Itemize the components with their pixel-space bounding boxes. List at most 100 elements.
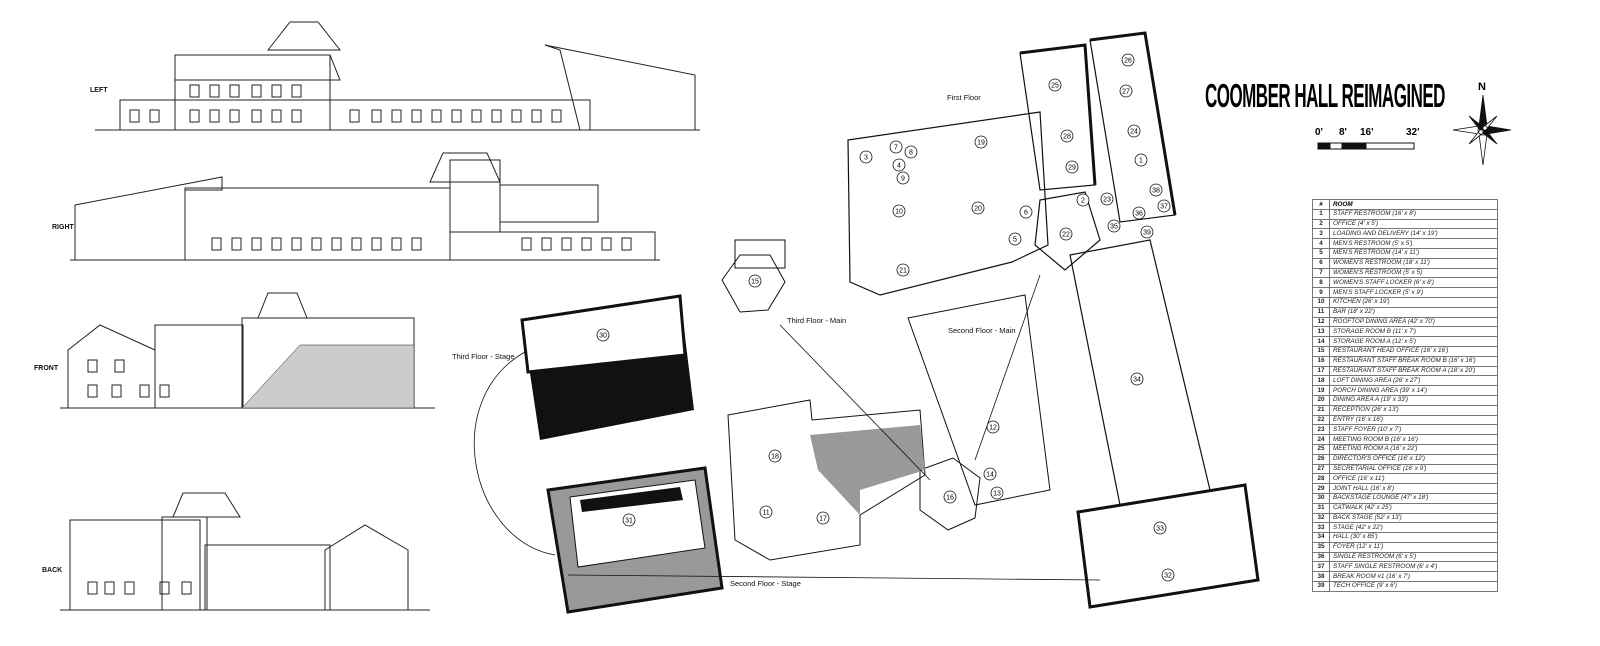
room-name-cell: OFFICE (16' x 11')	[1329, 473, 1498, 485]
window	[104, 581, 115, 595]
room-name-cell: PORCH DINING AREA (39' x 14')	[1329, 385, 1498, 396]
room-number: 13	[993, 491, 1001, 498]
room-number-cell: 20	[1312, 394, 1330, 406]
room-number-cell: 26	[1312, 453, 1330, 465]
room-marker-circle	[896, 171, 910, 185]
room-name-cell: OFFICE (4' x 5')	[1329, 218, 1498, 230]
room-number-cell: 28	[1312, 473, 1330, 485]
window	[371, 237, 382, 251]
room-name-cell: SINGLE RESTROOM (6' x 5')	[1329, 551, 1498, 563]
room-marker-circle	[1132, 206, 1146, 220]
room-number: 16	[946, 495, 954, 502]
room-number: 20	[974, 206, 982, 213]
room-number-cell: 6	[1312, 257, 1330, 269]
room-number-cell: 3	[1312, 228, 1330, 240]
room-number-cell: 23	[1312, 424, 1330, 436]
column-header-number: #	[1312, 199, 1330, 210]
room-name-cell: WOMEN'S STAFF LOCKER (6' x 8')	[1329, 277, 1498, 289]
room-marker-circle	[1059, 227, 1073, 241]
room-number: 23	[1103, 197, 1111, 204]
window	[129, 109, 140, 123]
room-name-cell: BAR (18' x 22')	[1329, 306, 1498, 318]
window	[491, 109, 502, 123]
room-number: 3	[864, 155, 868, 162]
room-number-cell: 11	[1312, 306, 1330, 318]
room-marker-circle	[1060, 129, 1074, 143]
plan-title-third-floor-main: Third Floor - Main	[787, 316, 847, 325]
elevation-front-hatch	[241, 344, 415, 409]
room-marker-circle	[1008, 232, 1022, 246]
room-number-cell: 4	[1312, 238, 1330, 249]
room-name-cell: FOYER (12' x 11')	[1329, 541, 1498, 553]
room-name-cell: STAFF RESTROOM (16' x 8')	[1329, 208, 1498, 220]
room-name-cell: KITCHEN (26' x 19')	[1329, 296, 1498, 308]
room-name-cell: MEN'S RESTROOM (5' x 5')	[1329, 238, 1498, 249]
plan-title-first-floor: First Floor	[947, 93, 981, 102]
third-floor-main-plan	[721, 239, 786, 313]
room-number-cell: 37	[1312, 561, 1330, 573]
scale-label: 8'	[1339, 127, 1347, 138]
room-marker-circle	[892, 204, 906, 218]
room-marker-circle	[859, 150, 873, 164]
room-number: 38	[1152, 188, 1160, 195]
room-marker-circle	[1140, 225, 1154, 239]
window	[621, 237, 632, 251]
window	[411, 237, 422, 251]
scale-bar	[1317, 142, 1415, 150]
window	[271, 84, 282, 98]
room-name-cell: HALL (30' x 85')	[1329, 532, 1498, 543]
room-marker-circle	[986, 420, 1000, 434]
room-number: 35	[1110, 224, 1118, 231]
plan-title-second-floor-stage: Second Floor - Stage	[730, 579, 801, 588]
window	[159, 581, 170, 595]
room-name-cell: SECRETARIAL OFFICE (16' x 9')	[1329, 463, 1498, 475]
room-number-cell: 35	[1312, 541, 1330, 553]
window	[211, 237, 222, 251]
room-marker-circle	[759, 505, 773, 519]
window	[391, 237, 402, 251]
room-number-cell: 18	[1312, 375, 1330, 387]
room-name-cell: RESTAURANT STAFF BREAK ROOM B (16' x 16'…	[1329, 355, 1498, 367]
window	[561, 237, 572, 251]
room-number-cell: 16	[1312, 355, 1330, 367]
room-number-cell: 13	[1312, 326, 1330, 338]
room-number-cell: 32	[1312, 512, 1330, 524]
room-number: 26	[1124, 58, 1132, 65]
room-number-cell: 14	[1312, 336, 1330, 347]
room-number: 33	[1156, 526, 1164, 533]
second-floor-plan	[727, 294, 1051, 561]
window	[159, 384, 170, 398]
room-number-cell: 25	[1312, 443, 1330, 455]
room-number: 6	[1024, 210, 1028, 217]
window	[271, 109, 282, 123]
leader-lines	[473, 274, 1101, 581]
room-number: 14	[986, 472, 994, 479]
window	[251, 237, 262, 251]
room-number: 29	[1068, 165, 1076, 172]
room-name-cell: WOMEN'S RESTROOM (5' x 5)	[1329, 267, 1498, 279]
north-arrow-icon	[1452, 94, 1512, 166]
room-number-cell: 12	[1312, 316, 1330, 328]
room-name-cell: BACK STAGE (52' x 13')	[1329, 512, 1498, 524]
window	[411, 109, 422, 123]
room-number-cell: 36	[1312, 551, 1330, 563]
elevation-label-back: BACK	[42, 567, 63, 574]
room-name-cell: ENTRY (16' x 16')	[1329, 414, 1498, 426]
room-marker-circle	[1019, 205, 1033, 219]
room-marker-circle	[974, 135, 988, 149]
room-number: 32	[1164, 573, 1172, 580]
elevation-label-front: FRONT	[34, 365, 59, 372]
window	[87, 384, 98, 398]
